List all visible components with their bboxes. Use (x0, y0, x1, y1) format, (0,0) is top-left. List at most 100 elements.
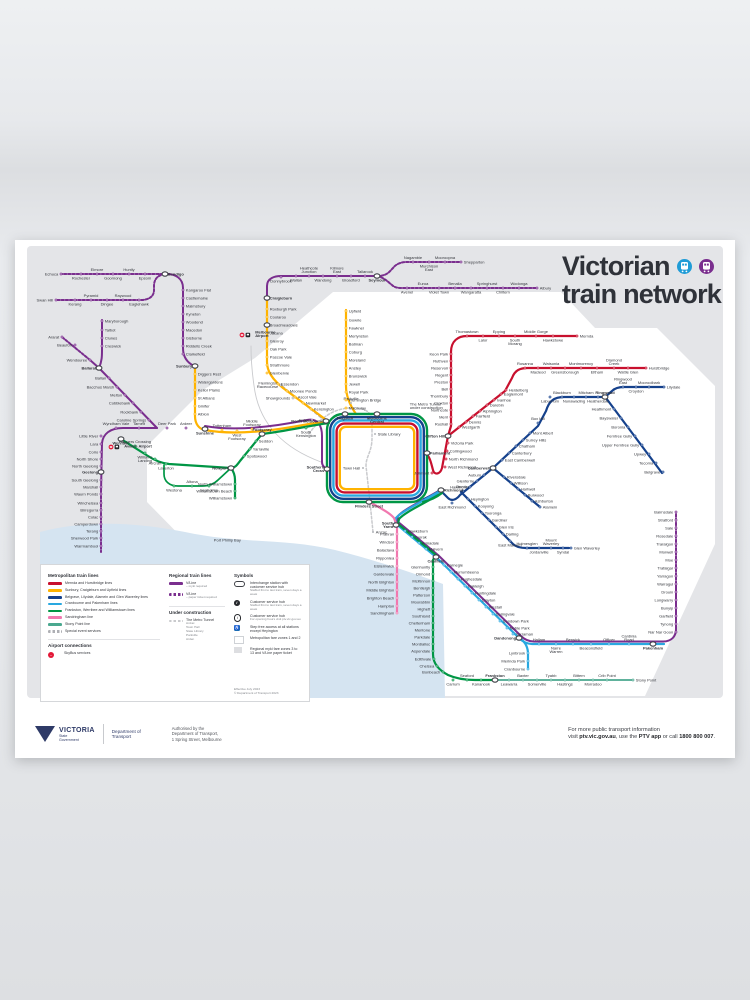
svg-text:Jolimont: Jolimont (414, 470, 430, 475)
legend-symbol-item: ♿Step free access at all stations except… (234, 624, 299, 633)
svg-text:Keilor Plains: Keilor Plains (198, 387, 220, 392)
svg-text:Alamein: Alamein (543, 504, 557, 509)
svg-text:Sandown Park: Sandown Park (503, 618, 529, 623)
svg-text:Malvern: Malvern (429, 546, 443, 551)
svg-text:Southland: Southland (412, 613, 430, 618)
line-color-swatch (169, 592, 183, 596)
svg-text:Williamstown Beach: Williamstown Beach (196, 488, 232, 493)
legend-line-item: Sunbury, Craigieburn and Upfield lines (48, 588, 160, 592)
line-color-swatch (48, 602, 62, 606)
legend-line-item: Stony Point line (48, 622, 160, 626)
line-color-swatch (48, 616, 62, 619)
svg-text:Flemington Bridge: Flemington Bridge (349, 397, 382, 402)
ptv-url: ptv.vic.gov.au (579, 734, 616, 740)
info-outline-icon: i (234, 614, 242, 622)
svg-text:Hampton: Hampton (378, 603, 394, 608)
svg-text:Morwell: Morwell (659, 549, 673, 554)
svg-text:Pascoe Vale: Pascoe Vale (270, 354, 293, 359)
svg-text:Newport: Newport (212, 465, 229, 470)
svg-text:Glenhuntly: Glenhuntly (411, 564, 430, 569)
svg-text:Kangaroo Flat: Kangaroo Flat (186, 287, 212, 292)
svg-text:Royal Park: Royal Park (349, 389, 369, 394)
svg-text:Wendouree: Wendouree (67, 357, 88, 362)
ptv-phone: 1800 800 007 (679, 734, 714, 740)
svg-text:Kerang: Kerang (69, 302, 82, 307)
svg-text:Geelong: Geelong (82, 469, 99, 474)
svg-text:Little River: Little River (79, 433, 99, 438)
line-color-swatch (48, 582, 62, 585)
svg-text:Rosanna: Rosanna (517, 361, 534, 366)
transport-info-text: For more public transport information vi… (568, 727, 715, 742)
svg-text:Parkdale: Parkdale (414, 634, 431, 639)
svg-text:Berwick: Berwick (566, 637, 580, 642)
svg-text:Glenroy: Glenroy (270, 338, 284, 343)
svg-text:Dingee: Dingee (101, 302, 114, 307)
svg-text:Brunswick: Brunswick (349, 373, 367, 378)
svg-text:Nagambie: Nagambie (404, 255, 423, 260)
svg-text:Ferntree Gully: Ferntree Gully (607, 433, 632, 438)
svg-text:Coolaroo: Coolaroo (270, 314, 287, 319)
svg-text:North Geelong: North Geelong (72, 463, 98, 468)
svg-text:Lalor: Lalor (479, 338, 489, 343)
svg-text:Bunyip: Bunyip (661, 605, 674, 610)
svg-text:Hawkstowe: Hawkstowe (543, 338, 564, 343)
svg-text:Seymour: Seymour (368, 278, 386, 283)
svg-text:Albion: Albion (198, 411, 209, 416)
svg-text:Tooronga: Tooronga (485, 510, 502, 515)
svg-text:Syndal: Syndal (557, 550, 569, 555)
svg-text:Camperdown: Camperdown (74, 521, 98, 526)
svg-text:Montmorency: Montmorency (569, 361, 593, 366)
svg-text:Hallam: Hallam (533, 637, 546, 642)
svg-text:Tottenham: Tottenham (213, 423, 232, 428)
svg-text:Watergardens: Watergardens (198, 379, 223, 384)
svg-text:Broadmeadows: Broadmeadows (270, 322, 298, 327)
svg-text:South Geelong: South Geelong (72, 477, 99, 482)
legend-heading: Under construction (169, 606, 225, 615)
legend-heading: Symbols (234, 573, 254, 578)
svg-text:Corio: Corio (89, 449, 99, 454)
svg-text:Seaholme: Seaholme (200, 488, 219, 493)
svg-text:Williamstown: Williamstown (209, 495, 232, 500)
svg-text:Camberwell: Camberwell (468, 465, 490, 470)
svg-text:Aspendale: Aspendale (411, 648, 431, 653)
svg-text:Tyabb: Tyabb (546, 673, 558, 678)
svg-text:Melton: Melton (110, 392, 122, 397)
svg-text:Cobblebank: Cobblebank (109, 400, 130, 405)
svg-text:Oakleigh: Oakleigh (468, 583, 484, 588)
svg-text:Bentleigh: Bentleigh (414, 585, 431, 590)
svg-text:Sale: Sale (665, 525, 674, 530)
svg-text:Mont Albert: Mont Albert (533, 430, 554, 435)
legend-heading: Metropolitan train lines (48, 573, 99, 578)
svg-text:Noble Park: Noble Park (510, 625, 530, 630)
svg-text:Hawksburn: Hawksburn (408, 528, 428, 533)
svg-text:Epping: Epping (493, 329, 505, 334)
svg-text:Heathmont: Heathmont (592, 406, 612, 411)
svg-text:Darling: Darling (506, 531, 519, 536)
svg-text:Sunbury: Sunbury (176, 363, 193, 368)
svg-text:Westall: Westall (489, 604, 502, 609)
svg-text:Hartwell: Hartwell (521, 486, 536, 491)
svg-text:Rushall: Rushall (435, 421, 448, 426)
department-label: Department of Transport (111, 728, 141, 739)
svg-text:Macaulay: Macaulay (349, 405, 366, 410)
svg-text:Ginifer: Ginifer (198, 403, 210, 408)
svg-text:Coburg: Coburg (349, 349, 362, 354)
svg-text:Bacchus Marsh: Bacchus Marsh (87, 384, 115, 389)
svg-text:Mentone: Mentone (415, 627, 431, 632)
wheelchair-icon: ♿ (234, 624, 240, 631)
info-filled-icon: i (234, 599, 240, 606)
svg-text:Canterbury: Canterbury (512, 450, 532, 455)
svg-text:Terang: Terang (86, 528, 98, 533)
svg-text:Westona: Westona (166, 488, 182, 493)
svg-text:Hawthorn: Hawthorn (450, 484, 467, 489)
svg-text:Keon Park: Keon Park (430, 351, 449, 356)
svg-text:Glen Waverley: Glen Waverley (574, 545, 600, 550)
svg-text:Mitcham: Mitcham (578, 390, 594, 395)
